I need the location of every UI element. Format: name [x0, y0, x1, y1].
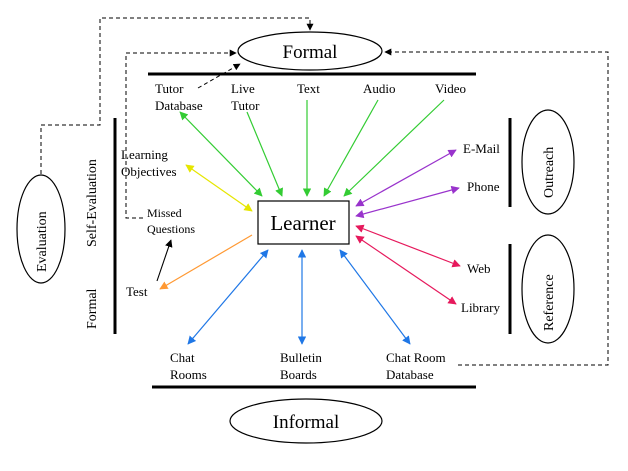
- outreach-node: Outreach: [521, 109, 575, 215]
- missed-questions-label-line2: Questions: [147, 222, 195, 236]
- learner-to-test-arrow: [159, 234, 253, 290]
- formal-top-node: Formal: [237, 31, 383, 71]
- chat-rooms-label-line1: Chat: [170, 350, 195, 365]
- chat-rooms-learner-arrow: [187, 249, 269, 345]
- evaluation-to-formal-dashed-arrow: [40, 17, 314, 174]
- learning-objectives-label-line1: Learning: [121, 147, 168, 162]
- live-tutor-label-line1: Live: [231, 81, 255, 96]
- informal-bottom-node: Informal: [229, 398, 383, 444]
- text-label: Text: [297, 81, 320, 96]
- outreach-label: Outreach: [542, 147, 557, 198]
- tutor-database-label-line1: Tutor: [155, 81, 184, 96]
- audio-to-learner-arrow: [323, 99, 379, 197]
- chat-rooms-label-line2: Rooms: [170, 367, 207, 382]
- learning-objectives-label-line2: Objectives: [121, 164, 177, 179]
- phone-learner-arrow: [355, 185, 460, 219]
- library-learner-arrow: [355, 235, 457, 305]
- video-label: Video: [435, 81, 466, 96]
- learner-node: Learner: [257, 200, 350, 245]
- learner-label: Learner: [270, 211, 335, 235]
- informal-bottom-label: Informal: [273, 412, 339, 433]
- library-label: Library: [461, 300, 500, 315]
- formal-top-label: Formal: [283, 42, 338, 63]
- video-to-learner-arrow: [343, 99, 445, 197]
- web-label: Web: [467, 261, 491, 276]
- live-tutor-label-line2: Tutor: [231, 98, 260, 113]
- phone-label: Phone: [467, 179, 500, 194]
- chat-room-database-learner-arrow: [339, 249, 411, 345]
- live-tutor-to-learner-arrow: [246, 111, 283, 197]
- chat-room-database-label-line1: Chat Room: [386, 350, 446, 365]
- audio-label: Audio: [363, 81, 396, 96]
- chat-room-database-label-line2: Database: [386, 367, 434, 382]
- missed-questions-label-line1: Missed: [147, 206, 182, 220]
- evaluation-label: Evaluation: [35, 211, 50, 272]
- tutor-database-label-line2: Database: [155, 98, 203, 113]
- bulletin-boards-label-line1: Bulletin: [280, 350, 322, 365]
- email-learner-arrow: [355, 149, 457, 207]
- test-label: Test: [126, 284, 148, 299]
- learning-objectives-learner-arrow: [185, 164, 253, 212]
- reference-node: Reference: [521, 234, 575, 344]
- chat-room-database-to-formal-dashed-arrow: [384, 48, 609, 366]
- email-label: E-Mail: [463, 141, 500, 156]
- tutor-database-to-formal-dashed-arrow: [197, 63, 241, 89]
- formal-side-label: Formal: [85, 288, 100, 329]
- bulletin-boards-label-line2: Boards: [280, 367, 317, 382]
- reference-label: Reference: [542, 274, 557, 331]
- evaluation-node: Evaluation: [16, 174, 66, 284]
- tutor-database-to-learner-arrow: [179, 111, 263, 197]
- missed-questions-to-formal-dashed-arrow: [125, 49, 237, 219]
- self-evaluation-label: Self-Evaluation: [85, 159, 100, 247]
- test-to-missed-questions-arrow: [156, 239, 173, 282]
